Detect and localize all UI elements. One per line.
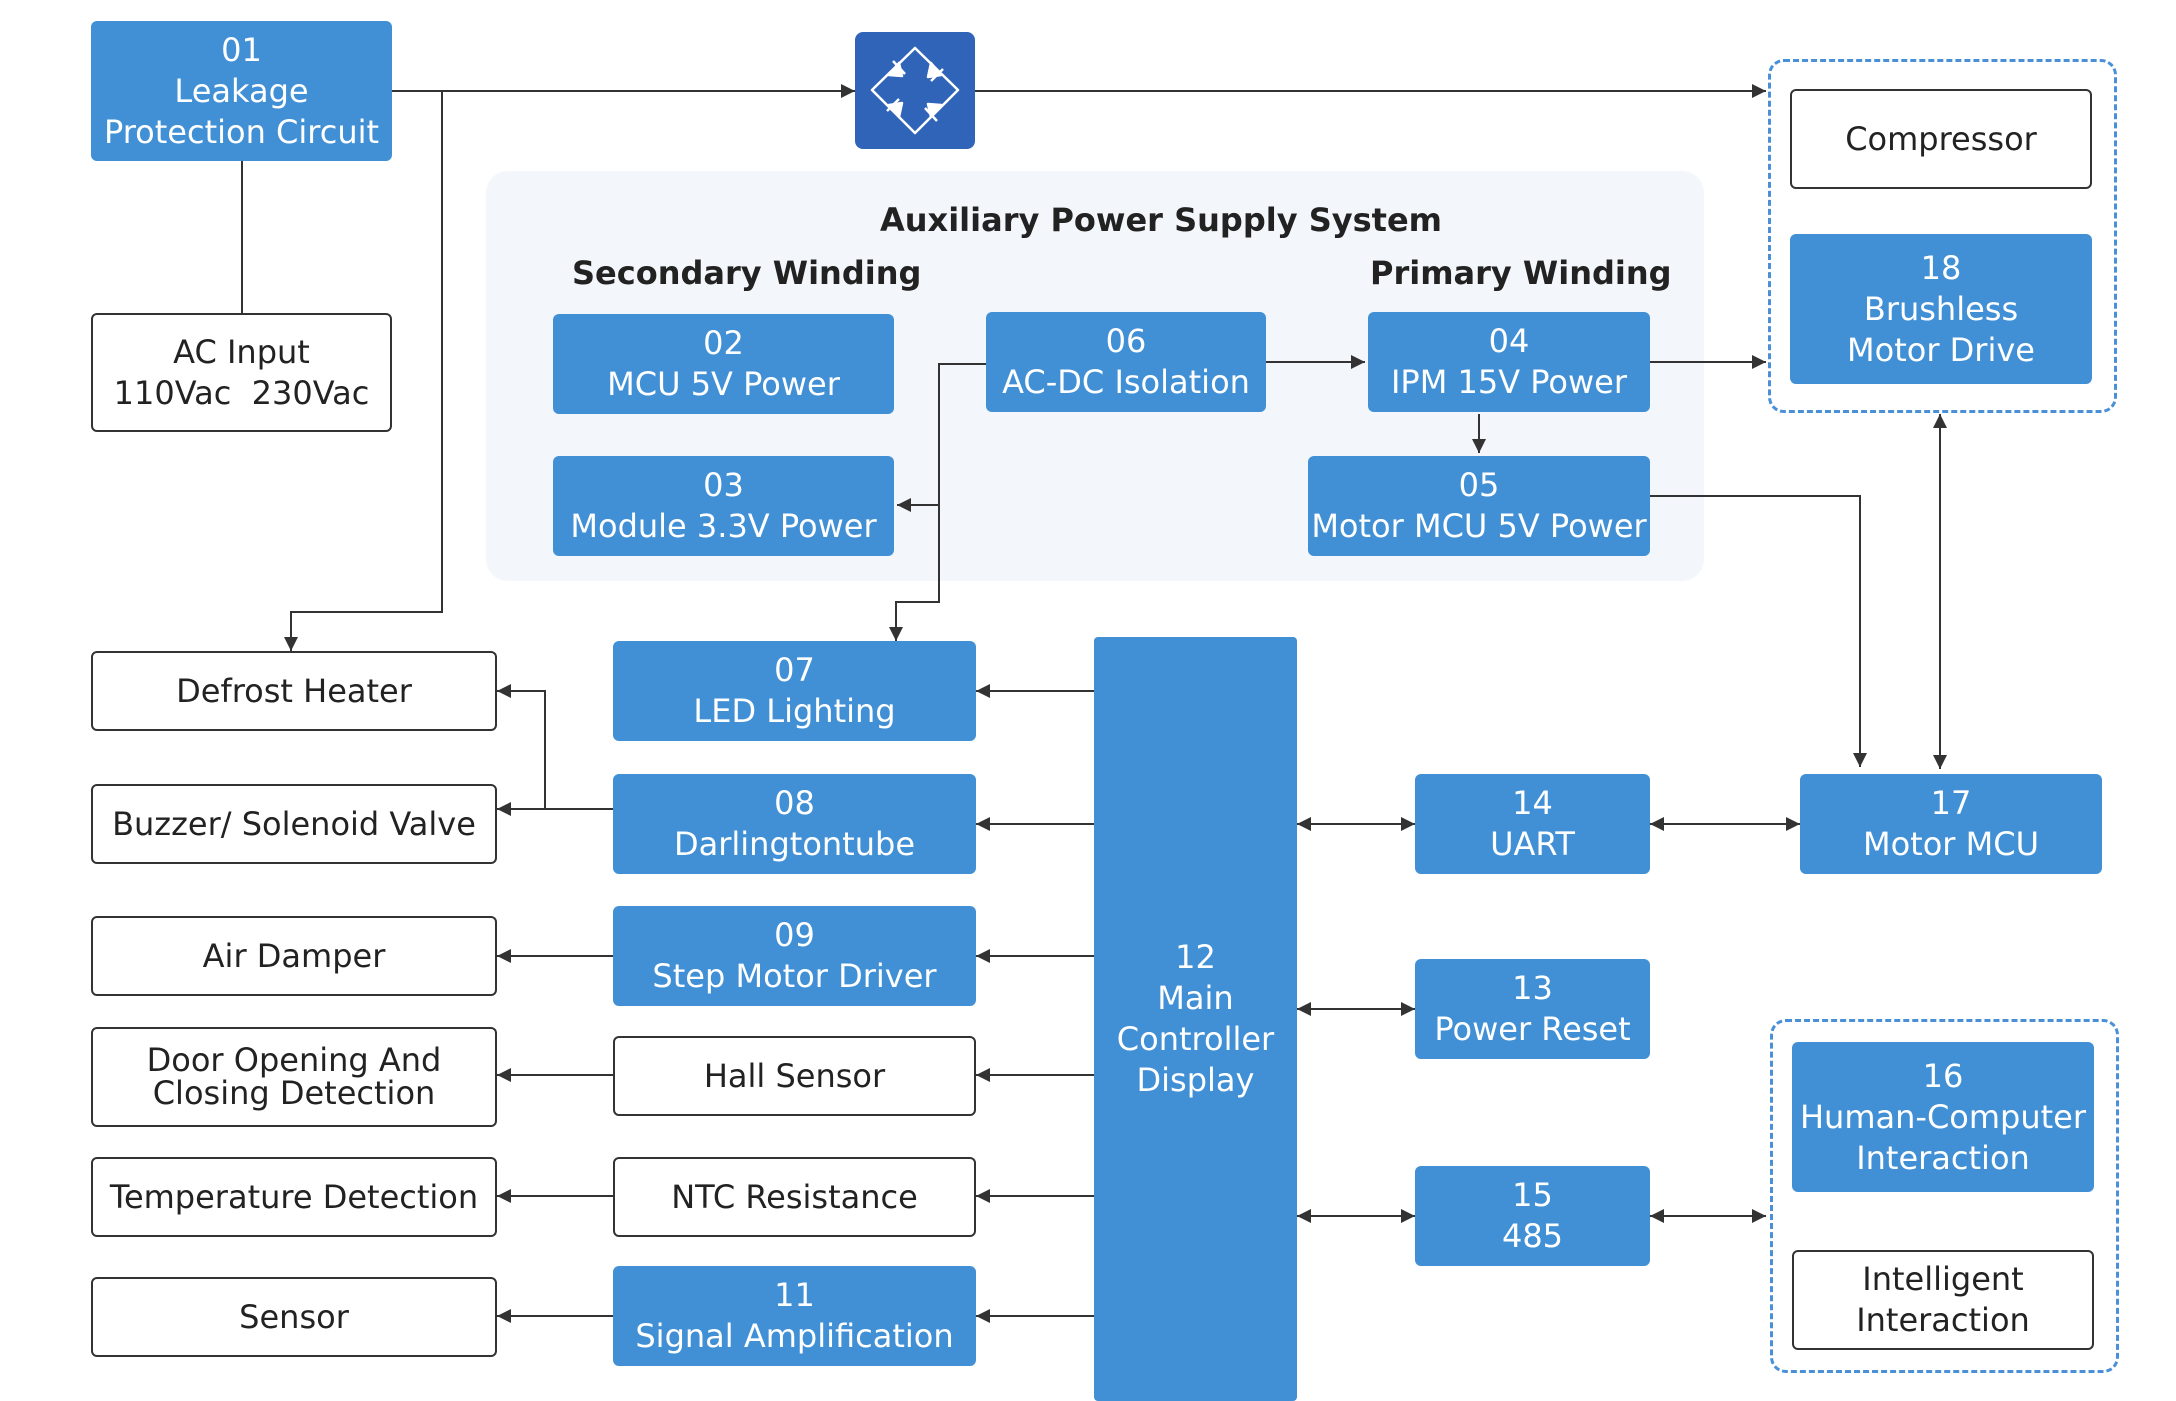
block-number: 14 xyxy=(1512,784,1553,822)
block-13-power-reset: 13 Power Reset xyxy=(1415,959,1650,1059)
block-number: 08 xyxy=(774,784,815,822)
block-label: 485 xyxy=(1501,1217,1564,1255)
block-number: 01 xyxy=(221,30,262,69)
block-12-main-controller-display: 12 Main Controller Display xyxy=(1094,637,1297,1401)
air-damper-label: Air Damper xyxy=(202,936,386,975)
secondary-winding-label: Secondary Winding xyxy=(572,254,922,292)
buzzer-solenoid-valve-label: Buzzer/ Solenoid Valve xyxy=(112,804,476,843)
block-17-motor-mcu: 17 Motor MCU xyxy=(1800,774,2102,874)
block-label: AC-DC Isolation xyxy=(1002,363,1250,401)
compressor-box: Compressor xyxy=(1790,89,2092,189)
block-label: Motor MCU 5V Power xyxy=(1311,507,1647,545)
block-label: LED Lighting xyxy=(693,692,896,730)
sensor-box: Sensor xyxy=(91,1277,497,1357)
intelligent-interaction-box: Intelligent Interaction xyxy=(1792,1250,2094,1350)
block-label: MCU 5V Power xyxy=(607,365,840,403)
air-damper-box: Air Damper xyxy=(91,916,497,996)
block-number: 13 xyxy=(1512,969,1553,1007)
hall-sensor-label: Hall Sensor xyxy=(703,1056,886,1095)
auxiliary-title: Auxiliary Power Supply System xyxy=(880,201,1442,239)
block-number: 02 xyxy=(703,324,744,362)
block-label: Interaction xyxy=(1856,1138,2030,1177)
motor-group xyxy=(1768,59,2117,413)
block-number: 16 xyxy=(1922,1056,1964,1095)
block-number: 07 xyxy=(774,651,815,689)
block-18-brushless-motor-drive: 18 Brushless Motor Drive xyxy=(1790,234,2092,384)
defrost-heater-box: Defrost Heater xyxy=(91,651,497,731)
door-detection-label: Door Opening And xyxy=(146,1041,442,1079)
block-07-led-lighting: 07 LED Lighting xyxy=(613,641,976,741)
block-label: Leakage xyxy=(174,71,309,110)
block-label: Main xyxy=(1157,979,1234,1017)
block-label: Power Reset xyxy=(1434,1010,1631,1048)
block-11-signal-amplification: 11 Signal Amplification xyxy=(613,1266,976,1366)
temperature-detection-box: Temperature Detection xyxy=(91,1157,497,1237)
wire-to-defrost-heater xyxy=(284,91,443,651)
block-14-uart: 14 UART xyxy=(1415,774,1650,874)
compressor-label: Compressor xyxy=(1845,119,2037,158)
wire-08-to-defrost xyxy=(497,684,546,809)
block-label: Motor Drive xyxy=(1847,330,2035,369)
defrost-heater-label: Defrost Heater xyxy=(176,671,412,710)
bridge-rectifier-icon xyxy=(855,32,975,149)
block-09-step-motor-driver: 09 Step Motor Driver xyxy=(613,906,976,1006)
block-number: 11 xyxy=(774,1276,815,1314)
block-04-ipm-15v-power: 04 IPM 15V Power xyxy=(1368,312,1650,412)
ntc-resistance-label: NTC Resistance xyxy=(671,1177,918,1216)
wire-05-to-17 xyxy=(1650,495,1867,767)
temperature-detection-label: Temperature Detection xyxy=(109,1177,479,1216)
intelligent-interaction-label: Interaction xyxy=(1856,1301,2030,1339)
block-01-leakage-protection: 01 Leakage Protection Circuit xyxy=(91,21,392,161)
block-label: Display xyxy=(1136,1061,1255,1099)
block-label: Brushless xyxy=(1863,289,2019,328)
door-detection-label: Closing Detection xyxy=(152,1074,436,1112)
buzzer-solenoid-valve-box: Buzzer/ Solenoid Valve xyxy=(91,784,497,864)
block-05-motor-mcu-5v-power: 05 Motor MCU 5V Power xyxy=(1308,456,1650,556)
block-06-ac-dc-isolation: 06 AC-DC Isolation xyxy=(986,312,1266,412)
ac-input-box: AC Input 110Vac 230Vac xyxy=(91,313,392,432)
wire-06-branch xyxy=(889,363,986,641)
ac-input-label: AC Input xyxy=(173,332,310,371)
ac-input-voltage: 110Vac 230Vac xyxy=(113,373,370,412)
block-label: IPM 15V Power xyxy=(1390,363,1628,401)
block-number: 03 xyxy=(703,466,744,504)
block-label: Controller xyxy=(1116,1020,1275,1058)
block-label: Human-Computer xyxy=(1799,1097,2087,1136)
block-label: Darlingtontube xyxy=(673,825,915,863)
sensor-label: Sensor xyxy=(239,1297,349,1336)
block-number: 04 xyxy=(1488,322,1530,360)
block-number: 18 xyxy=(1920,248,1962,287)
block-02-mcu-5v-power: 02 MCU 5V Power xyxy=(553,314,894,414)
block-number: 15 xyxy=(1512,1176,1553,1214)
block-label: Step Motor Driver xyxy=(652,957,937,995)
ntc-resistance-box: NTC Resistance xyxy=(613,1157,976,1237)
block-number: 17 xyxy=(1930,784,1972,822)
block-08-darlingtontube: 08 Darlingtontube xyxy=(613,774,976,874)
block-03-module-3v3-power: 03 Module 3.3V Power xyxy=(553,456,894,556)
primary-winding-label: Primary Winding xyxy=(1370,254,1672,292)
block-label: Signal Amplification xyxy=(635,1317,954,1355)
block-number: 06 xyxy=(1105,322,1147,360)
block-label: Protection Circuit xyxy=(103,112,380,151)
block-number: 12 xyxy=(1175,938,1216,976)
block-label: Module 3.3V Power xyxy=(570,507,877,545)
block-16-human-computer-interaction: 16 Human-Computer Interaction xyxy=(1792,1042,2094,1192)
block-number: 09 xyxy=(774,916,815,954)
block-15-485: 15 485 xyxy=(1415,1166,1650,1266)
hall-sensor-box: Hall Sensor xyxy=(613,1036,976,1116)
door-detection-box: Door Opening And Closing Detection xyxy=(91,1027,497,1127)
interaction-group xyxy=(1770,1019,2119,1373)
block-label: Motor MCU xyxy=(1862,825,2039,863)
block-label: UART xyxy=(1490,825,1575,863)
intelligent-interaction-label: Intelligent xyxy=(1862,1260,2024,1298)
block-number: 05 xyxy=(1458,466,1500,504)
